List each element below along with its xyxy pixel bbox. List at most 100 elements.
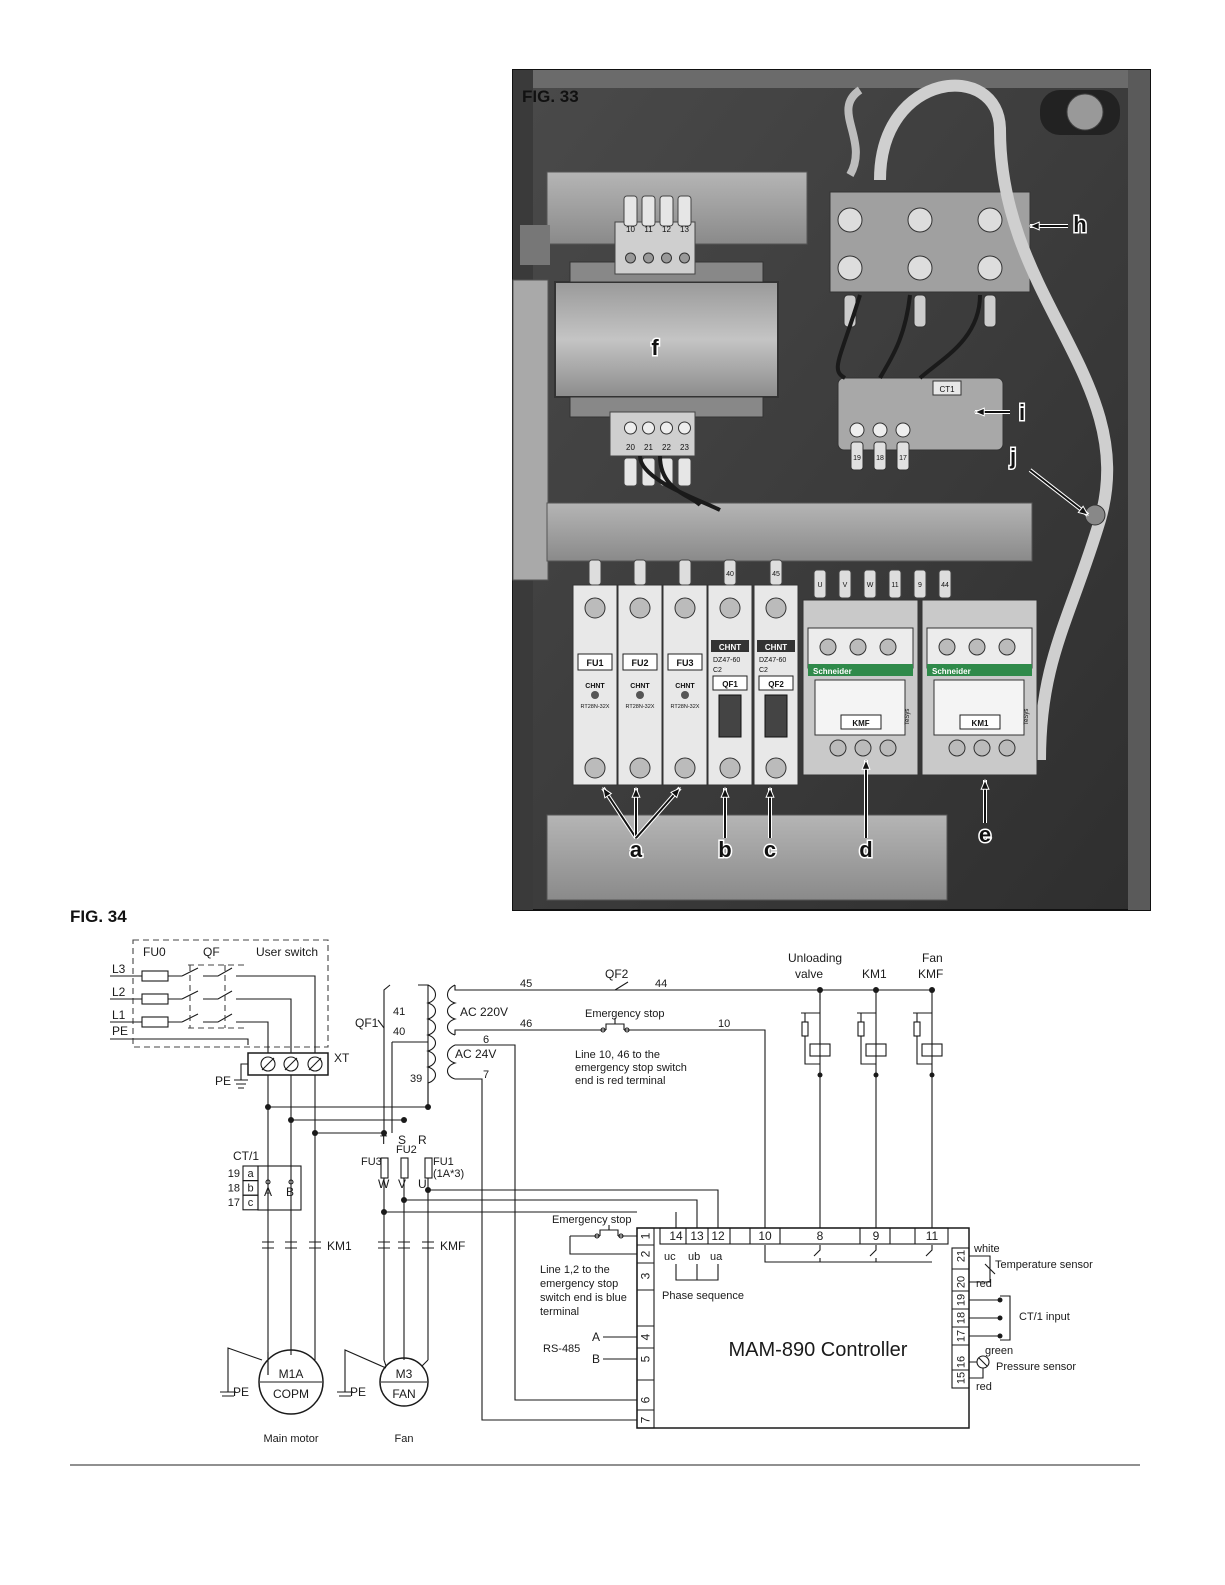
unloading-label-1: Unloading: [788, 951, 842, 965]
breaker-name: QF1: [722, 680, 738, 689]
tt-bot-num: 23: [680, 443, 689, 452]
fuse-screw-bottom: [629, 757, 651, 779]
tb-screw-bottom: [837, 255, 863, 281]
ct-tag-wire: [873, 441, 887, 471]
tt-top-num: 12: [662, 225, 671, 234]
ctrl-top-term: 10: [758, 1229, 772, 1243]
ctrl-left-term: 6: [639, 1396, 653, 1403]
ctrl-right-term: 18: [956, 1312, 968, 1324]
contactor-wire-mark: W: [867, 582, 874, 589]
main-motor-type: COPM: [273, 1387, 309, 1401]
ctrl-left-term: 2: [639, 1250, 653, 1257]
tb-screw-top: [837, 207, 863, 233]
tt-top-tag: [659, 195, 674, 227]
enclosure-right-edge: [1128, 70, 1150, 910]
coil-symbol: [865, 1043, 887, 1057]
rs485-lines: [603, 1336, 637, 1360]
middle-duct: [546, 502, 1033, 562]
rs485-a: A: [592, 1330, 600, 1344]
ctrl-right-term: 15: [956, 1372, 968, 1384]
ct-wires: [835, 294, 982, 380]
tb-lug: [983, 294, 997, 328]
ct-term-num: 17: [899, 455, 907, 462]
callout-arrowhead: [670, 787, 681, 799]
fig33-title: FIG. 33: [522, 87, 579, 106]
qf2-contact: [614, 981, 629, 991]
main-terminal-screws: [837, 207, 1003, 328]
fan-motor-type: FAN: [392, 1387, 415, 1401]
qf2-label: QF2: [605, 967, 629, 981]
rs485-label: RS-485: [543, 1343, 580, 1355]
callout-letter: i: [1019, 400, 1025, 425]
fuse-screw-top: [584, 597, 606, 619]
contactor-screw: [879, 638, 897, 656]
coil-suppressor: [801, 1021, 809, 1037]
fu3-label: FU3: [361, 1156, 382, 1168]
contactor-screw: [968, 638, 986, 656]
fuse-model: RT28N-32X: [581, 704, 610, 710]
fuse-label-plate: [667, 653, 703, 671]
coil-node-bottom: [873, 1072, 879, 1078]
breaker-screw-bottom: [765, 757, 787, 779]
breaker-wire-mark: 45: [772, 571, 780, 578]
user-switch-box: [132, 939, 329, 1048]
contactor-wire-tag: [913, 569, 927, 599]
fan-motor-caption: Fan: [395, 1433, 414, 1445]
kmf-contact-label: KMF: [440, 1239, 465, 1253]
contactor-wire-mark: 9: [918, 582, 922, 589]
km1-coil-label: KM1: [862, 967, 887, 981]
coil-wiring: [857, 990, 877, 1228]
phase-ub: ub: [688, 1251, 700, 1263]
fuse-screw-bottom: [584, 757, 606, 779]
callout-arrowhead: [602, 786, 613, 799]
fuse-screw-bottom: [674, 757, 696, 779]
power-contacts: KM1 KMF: [262, 1190, 465, 1360]
callout-arrowhead: [631, 786, 641, 798]
tt-top-num: 11: [644, 225, 653, 234]
note-top-3: end is red terminal: [575, 1075, 666, 1087]
fuse-brand: CHNT: [675, 683, 695, 690]
ctrl-left-term: 1: [639, 1232, 653, 1239]
ctrl-top-term: 14: [669, 1229, 683, 1243]
ct-letter: c: [248, 1197, 254, 1209]
fan-motor-circle: [379, 1357, 429, 1407]
breaker-screw-bottom: [719, 757, 741, 779]
ct-letter: b: [247, 1183, 253, 1195]
fuse-model: RT28N-32X: [626, 704, 655, 710]
pressure-label: Pressure sensor: [996, 1361, 1076, 1373]
fuse-screw-top: [629, 597, 651, 619]
tt-top-screw: [679, 252, 690, 264]
ct-input-label: CT/1 input: [1019, 1311, 1070, 1323]
fuse-s: S: [398, 1133, 406, 1147]
tx-terminal-39: 39: [410, 1073, 422, 1085]
contactor-screw: [819, 638, 837, 656]
ct-term: 18: [228, 1183, 240, 1195]
contactor-name: KM1: [972, 719, 989, 728]
tt-bot-screw: [624, 421, 637, 435]
ctrl-right-term: 21: [956, 1250, 968, 1262]
controller-box: [636, 1227, 970, 1429]
fu0-fuse-3: [141, 1016, 169, 1028]
ctrl-top-term: 12: [711, 1229, 725, 1243]
coil-column: Unloading valve KM1 Fan KMF: [788, 951, 943, 1228]
xt-label: XT: [334, 1051, 350, 1065]
phase-ua: ua: [710, 1251, 723, 1263]
contactor-wire-tag: [938, 569, 952, 599]
callout-letter: d: [859, 837, 872, 862]
main-motor-name: M1A: [279, 1367, 304, 1381]
tb-screw-top: [907, 207, 933, 233]
ct-letter: a: [247, 1168, 254, 1180]
breaker-toggle: [764, 694, 788, 738]
coil-node-bottom: [929, 1072, 935, 1078]
fig34-title: FIG. 34: [70, 907, 127, 926]
tb-screw-top: [977, 207, 1003, 233]
breaker-wire-tag: [723, 559, 737, 586]
note-left-1: Line 1,2 to the: [540, 1264, 610, 1276]
fuse-r: R: [418, 1133, 427, 1147]
contactor-wire-mark: V: [843, 582, 848, 589]
ctrl-top-strip: [659, 1227, 949, 1245]
tt-top-screw: [643, 252, 654, 264]
tt-bot-tag: [677, 457, 692, 487]
contactor-wire-mark: U: [817, 582, 822, 589]
fan-motor-name: M3: [396, 1367, 413, 1381]
